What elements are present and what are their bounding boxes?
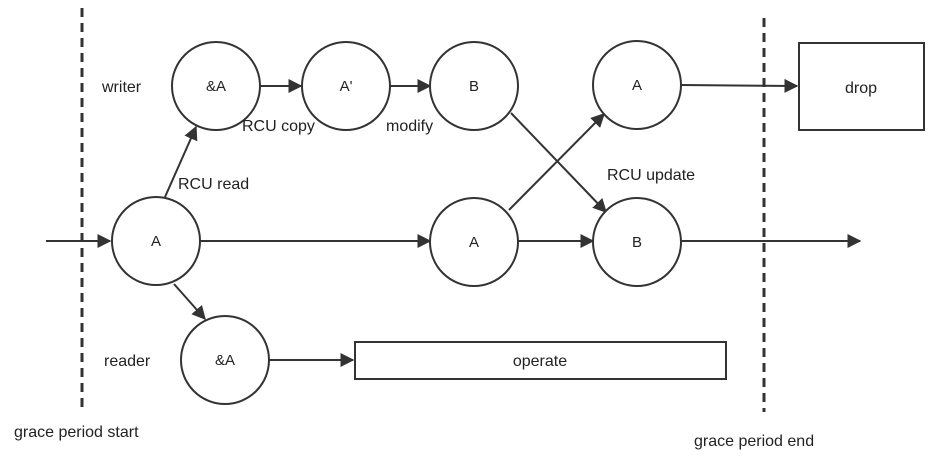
- modify-label: modify: [386, 118, 433, 135]
- node-modified-b: B: [429, 41, 519, 131]
- node-writer-ref-label: &A: [206, 78, 226, 95]
- node-old-a-label: A: [632, 77, 642, 94]
- node-modified-b-label: B: [469, 78, 479, 95]
- drop-box-label: drop: [845, 80, 877, 97]
- grace-period-end-label: grace period end: [694, 433, 814, 450]
- node-copy-label: A': [340, 78, 353, 95]
- rcu-read-label: RCU read: [178, 176, 249, 193]
- edge-b-to-new-b: [510, 112, 607, 214]
- node-main-a-label: A: [151, 233, 161, 250]
- rcu-update-label: RCU update: [607, 167, 695, 184]
- operate-box-label: operate: [513, 353, 567, 370]
- edge-to-reader-ref: [173, 283, 206, 321]
- node-writer-ref: &A: [171, 41, 261, 131]
- operate-box: operate: [354, 341, 727, 380]
- reader-label: reader: [104, 353, 151, 370]
- node-old-a: A: [592, 40, 682, 130]
- writer-label: writer: [101, 79, 142, 96]
- grace-period-start-label: grace period start: [14, 424, 139, 441]
- rcu-copy-label: RCU copy: [242, 118, 315, 135]
- node-mid-a: A: [429, 197, 519, 287]
- edge-mid-a-to-old-a: [508, 113, 605, 211]
- node-main-a: A: [111, 196, 201, 286]
- edge-rcu-read: [164, 125, 198, 198]
- edge-old-a-to-drop: [680, 78, 799, 93]
- node-new-b: B: [592, 197, 682, 287]
- node-reader-ref: &A: [180, 315, 270, 405]
- node-reader-ref-label: &A: [215, 352, 235, 369]
- node-mid-a-label: A: [469, 234, 479, 251]
- drop-box: drop: [798, 42, 925, 131]
- node-new-b-label: B: [632, 234, 642, 251]
- node-copy: A': [301, 41, 391, 131]
